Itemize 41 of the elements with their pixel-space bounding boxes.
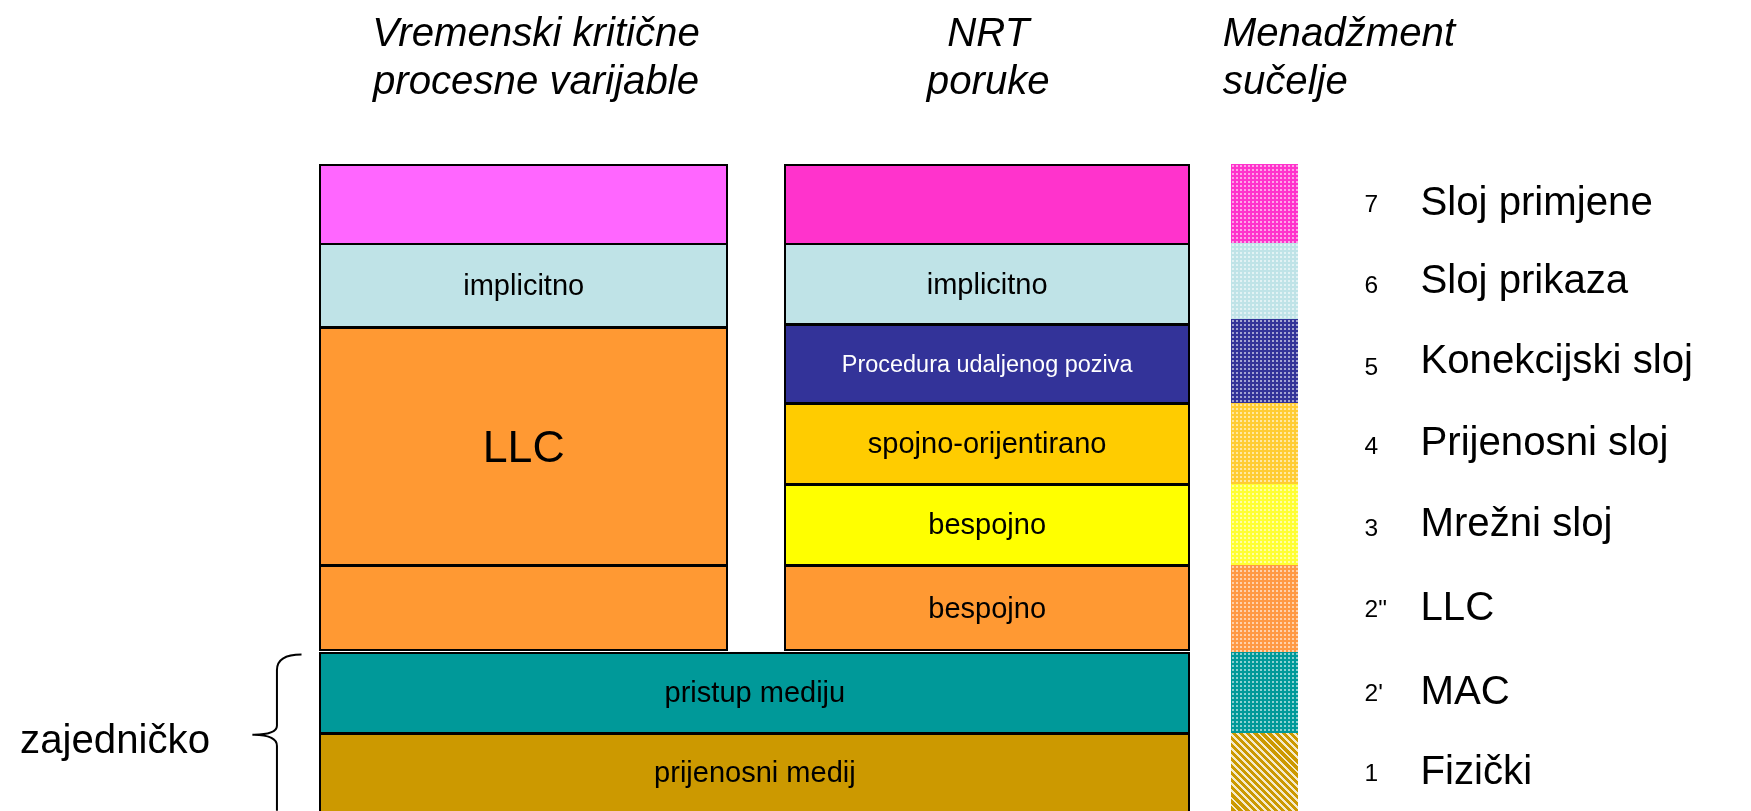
layer-box bbox=[783, 323, 1191, 405]
legend-label: Sloj prikaza bbox=[1420, 256, 1629, 303]
legend-label: Mrežni sloj bbox=[1420, 499, 1613, 546]
layer-number: 5 bbox=[1364, 352, 1379, 381]
legend-label: Konekcijski sloj bbox=[1420, 336, 1693, 383]
layer-number: 1 bbox=[1364, 759, 1379, 788]
layer-label: bespojno bbox=[928, 591, 1047, 625]
layer-box bbox=[319, 732, 1191, 811]
layer-label: implicitno bbox=[463, 269, 585, 303]
layer-label: Procedura udaljenog poziva bbox=[841, 350, 1133, 378]
layer-box bbox=[783, 243, 1191, 325]
legend-label: Sloj primjene bbox=[1420, 179, 1653, 226]
layer-number: 7 bbox=[1364, 189, 1379, 218]
layer-box bbox=[319, 164, 729, 245]
column-heading: Vremenski kritične procesne varijable bbox=[371, 8, 701, 106]
layer-label: pristup mediju bbox=[664, 676, 846, 710]
layer-number: 2" bbox=[1364, 595, 1387, 624]
legend-label: MAC bbox=[1420, 667, 1510, 714]
layer-box bbox=[783, 164, 1191, 245]
layer-label: implicitno bbox=[926, 267, 1048, 301]
layer-box bbox=[783, 565, 1191, 652]
column-heading: NRT poruke bbox=[925, 8, 1051, 106]
layer-number: 6 bbox=[1364, 271, 1379, 300]
layer-number: 3 bbox=[1364, 513, 1379, 542]
layer-box bbox=[319, 327, 729, 567]
layer-label: bespojno bbox=[928, 508, 1047, 542]
layer-number: 4 bbox=[1364, 432, 1379, 461]
group-label: zajedničko bbox=[20, 716, 210, 763]
layer-box bbox=[319, 652, 1191, 734]
layer-number: 2' bbox=[1364, 678, 1383, 707]
layer-box bbox=[319, 565, 729, 652]
legend-label: Prijenosni sloj bbox=[1420, 418, 1669, 465]
legend-label: LLC bbox=[1420, 584, 1495, 631]
layer-label: prijenosni medij bbox=[654, 756, 856, 790]
layer-label: spojno-orijentirano bbox=[867, 427, 1107, 461]
legend-label: Fizički bbox=[1420, 748, 1533, 795]
layer-label: LLC bbox=[482, 421, 565, 472]
layer-box bbox=[783, 483, 1191, 567]
layer-box bbox=[319, 243, 729, 329]
layer-box bbox=[783, 403, 1191, 485]
column-heading: Menadžment sučelje bbox=[1222, 8, 1458, 106]
